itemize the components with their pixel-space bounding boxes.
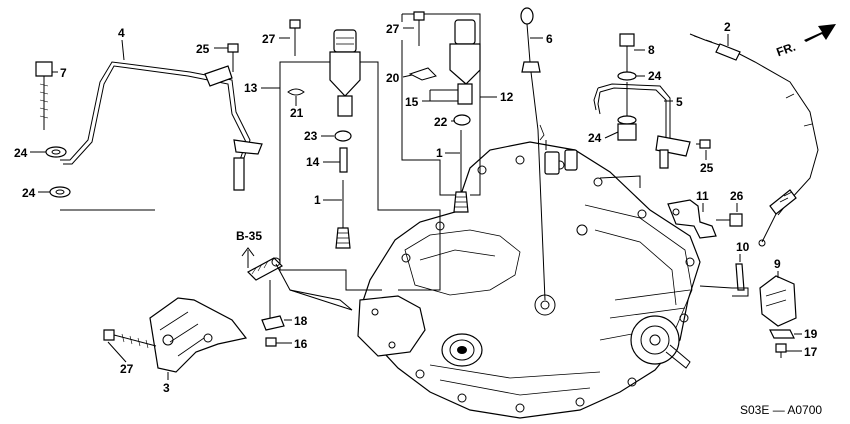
callout-labels: 4 7 25 24 24 27 13 21 23 14 1 27 20 15 2… (14, 20, 822, 417)
callout-22: 22 (434, 115, 448, 129)
callout-14: 14 (306, 155, 320, 169)
callout-1: 1 (436, 146, 443, 160)
shift-cable (689, 33, 819, 247)
callout-24: 24 (588, 131, 602, 145)
speed-sensor-center (408, 19, 481, 213)
callout-24: 24 (22, 186, 36, 200)
cooler-line-right (593, 33, 711, 169)
reference-tag: B-35 (236, 229, 262, 243)
direction-label: FR. (774, 40, 797, 60)
callout-12: 12 (500, 90, 514, 104)
callout-5: 5 (676, 95, 683, 109)
callout-3: 3 (163, 381, 170, 395)
callout-2: 2 (724, 20, 731, 34)
dipstick (520, 7, 546, 301)
callout-9: 9 (774, 257, 781, 271)
bolt-27-left (289, 19, 301, 56)
speed-sensor-left (287, 29, 361, 249)
diagram-reference-code: S03E — A0700 (740, 403, 822, 417)
clip-19-bolt-17 (769, 329, 795, 358)
callout-15: 15 (405, 95, 419, 109)
callout-11: 11 (696, 189, 709, 203)
reference-arrow (241, 247, 255, 268)
callout-25: 25 (700, 161, 714, 175)
callout-21: 21 (290, 106, 304, 120)
group-box-13 (279, 61, 441, 291)
callout-27: 27 (386, 22, 400, 36)
callout-23: 23 (304, 129, 318, 143)
housing-bolts (401, 155, 695, 413)
callout-6: 6 (546, 32, 553, 46)
callout-4: 4 (118, 26, 125, 40)
group-box-12 (401, 13, 481, 196)
callout-26: 26 (730, 189, 744, 203)
callout-1: 1 (314, 193, 321, 207)
callout-25: 25 (196, 42, 210, 56)
shift-lever-10 (699, 263, 749, 297)
callout-8: 8 (648, 43, 655, 57)
callout-19: 19 (804, 327, 818, 341)
callout-24: 24 (14, 146, 28, 160)
callout-17: 17 (804, 345, 818, 359)
transmission-housing (357, 141, 701, 419)
callout-13: 13 (244, 81, 258, 95)
callout-18: 18 (294, 314, 308, 328)
cover-9 (759, 275, 797, 327)
leader-lines (289, 140, 641, 311)
callout-20: 20 (386, 71, 400, 85)
bolt-27-center (413, 11, 425, 46)
bracket-3 (103, 297, 248, 373)
control-shaft (247, 257, 353, 347)
callout-10: 10 (736, 240, 750, 254)
front-direction-arrow (804, 24, 836, 42)
cooler-line-left (35, 43, 263, 211)
callout-27: 27 (262, 32, 276, 46)
bracket-11 (667, 199, 743, 239)
callout-7: 7 (60, 66, 67, 80)
callout-24: 24 (648, 69, 662, 83)
callout-27: 27 (120, 362, 134, 376)
callout-16: 16 (294, 337, 308, 351)
